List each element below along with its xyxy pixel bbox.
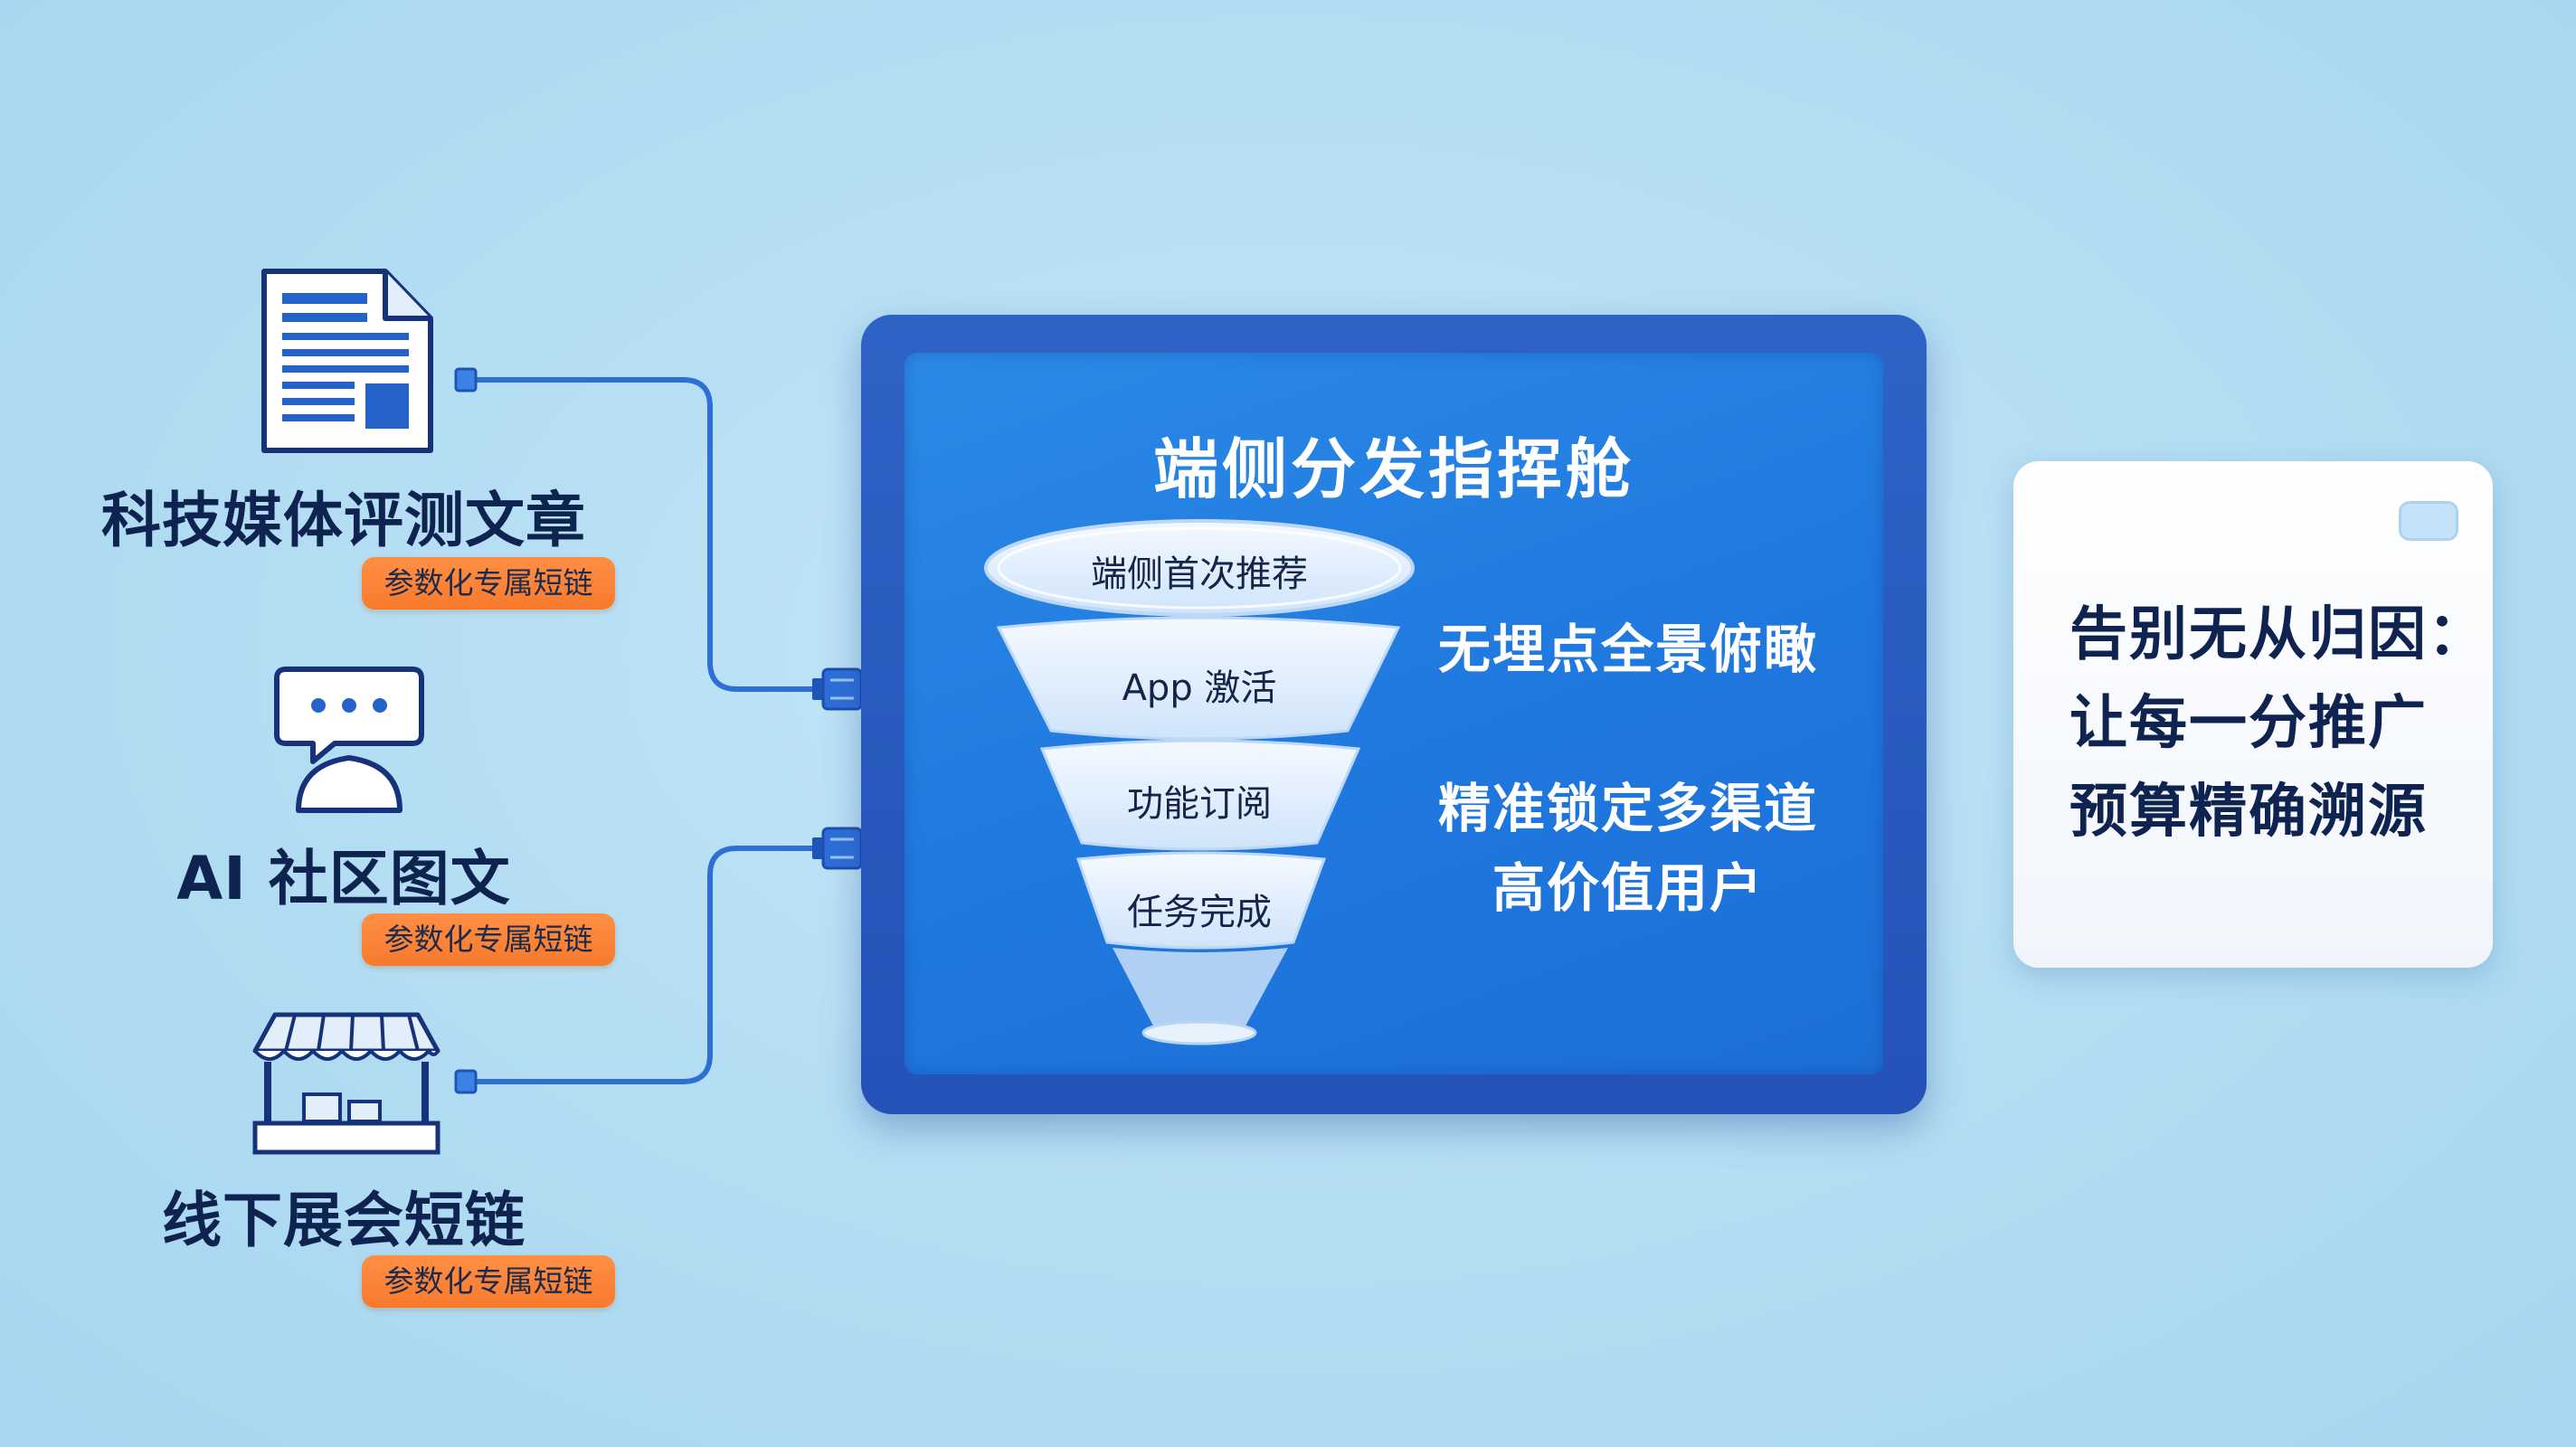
card-tag-icon [2399, 501, 2458, 541]
slogan-line-2: 让每一分推广 [2069, 690, 2428, 757]
funnel-label-task-complete: 任务完成 [1127, 892, 1272, 933]
funnel-stage-1 [984, 519, 1415, 617]
source-badge-ai-community: 参数化专属短链 [362, 913, 615, 966]
highlight-high-value-users: 精准锁定多渠道 高价值用户 [1437, 778, 1818, 919]
funnel-stage-3 [1039, 739, 1361, 851]
funnel-spout [1113, 948, 1288, 1036]
funnel-stage-2 [996, 616, 1401, 741]
funnel-label-feature-subscribe: 功能订阅 [1127, 783, 1272, 825]
slogan-line-1: 告别无从归因： [2069, 601, 2487, 668]
slogan-card: 告别无从归因： 让每一分推广 预算精确溯源 [2013, 461, 2493, 968]
cable-end-document [454, 367, 478, 392]
plug-top [812, 667, 863, 711]
conversion-funnel: 端侧首次推荐 App 激活 功能订阅 任务完成 [977, 506, 1429, 1049]
dashboard-screen: 端侧分发指挥舱 [904, 353, 1883, 1074]
highlight-no-tracking-overview: 无埋点全景俯瞰 [1437, 619, 1818, 680]
source-title-tech-media: 科技媒体评测文章 [101, 486, 586, 555]
dashboard-title: 端侧分发指挥舱 [1152, 431, 1634, 507]
source-badge-offline-expo: 参数化专属短链 [362, 1255, 615, 1308]
document-icon [261, 269, 433, 453]
funnel-graphic [984, 519, 1415, 1045]
funnel-stage-4 [1075, 851, 1327, 950]
source-badge-tech-media: 参数化专属短链 [362, 557, 615, 610]
source-title-ai-community: AI 社区图文 [176, 844, 511, 913]
funnel-label-app-activation: App 激活 [1122, 667, 1277, 709]
chat-user-icon [274, 667, 424, 813]
slogan-line-3: 预算精确溯源 [2069, 779, 2428, 846]
source-title-offline-expo: 线下展会短链 [162, 1186, 526, 1255]
funnel-label-first-recommend: 端侧首次推荐 [1091, 553, 1308, 595]
booth-icon [252, 1012, 440, 1155]
cable-end-booth [454, 1069, 478, 1094]
plug-bottom [812, 827, 863, 870]
dashboard-panel: 端侧分发指挥舱 [861, 315, 1927, 1114]
